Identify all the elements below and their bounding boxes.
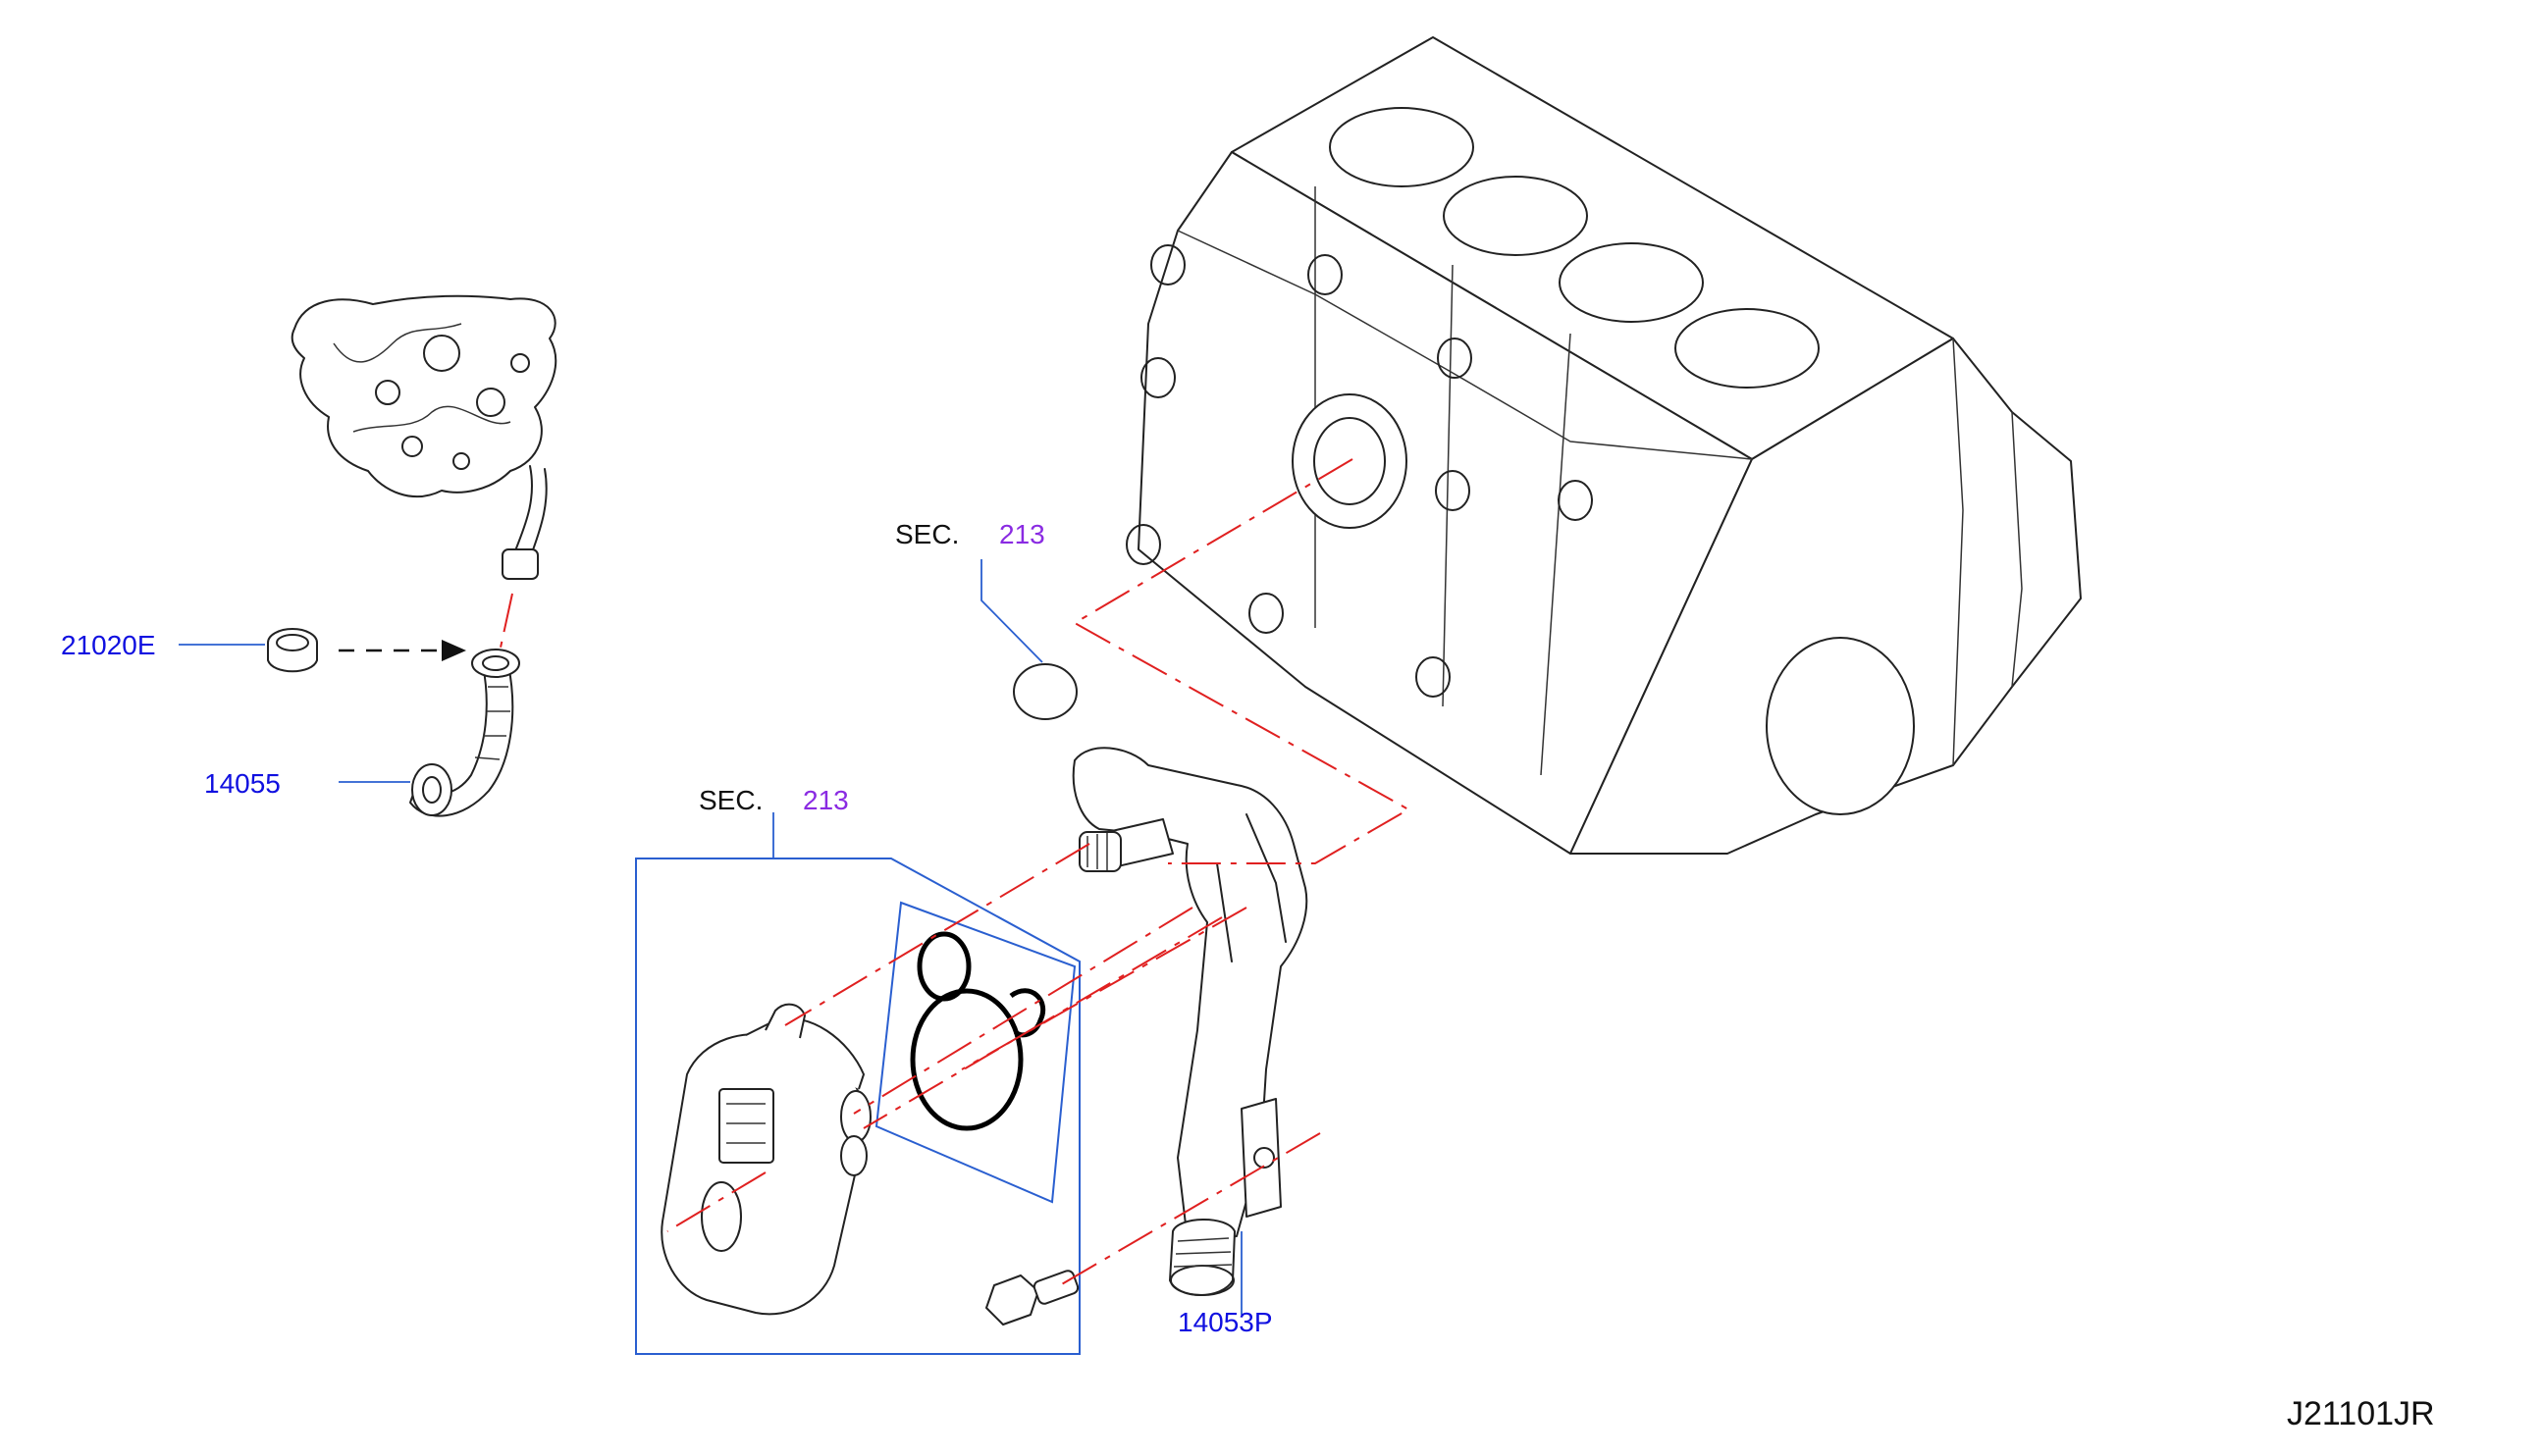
arrow-head [442,640,466,661]
part-label-14053p[interactable]: 14053P [1178,1307,1273,1337]
section-ref-number: 213 [999,519,1045,549]
oil-cooler-hose-part [409,649,520,817]
bolt-part [985,1270,1080,1326]
section-ref-upper[interactable]: SEC. 213 [895,519,1045,549]
center-lines [666,458,1411,1286]
gasket-frame [874,901,1077,1204]
section-ref-number: 213 [803,785,849,815]
oil-cooler-part [661,1003,872,1316]
hose-center-line [500,593,513,649]
part-label-21020e[interactable]: 21020E [61,630,156,660]
clamp-part [267,628,318,673]
diagram-code: J21101JR [2287,1395,2435,1432]
section-ref-prefix: SEC. [895,519,959,549]
water-pipe-part [1072,747,1308,1296]
section-ref-lower[interactable]: SEC. 213 [699,785,849,815]
leader-lines [179,559,1243,1315]
gasket-set [910,931,1046,1131]
part-label-14055[interactable]: 14055 [204,768,281,799]
pump-assembly [291,294,557,580]
engine-block [1126,36,2082,855]
seal-plug [1013,663,1078,720]
section-ref-prefix: SEC. [699,785,763,815]
section-frame [635,858,1081,1355]
